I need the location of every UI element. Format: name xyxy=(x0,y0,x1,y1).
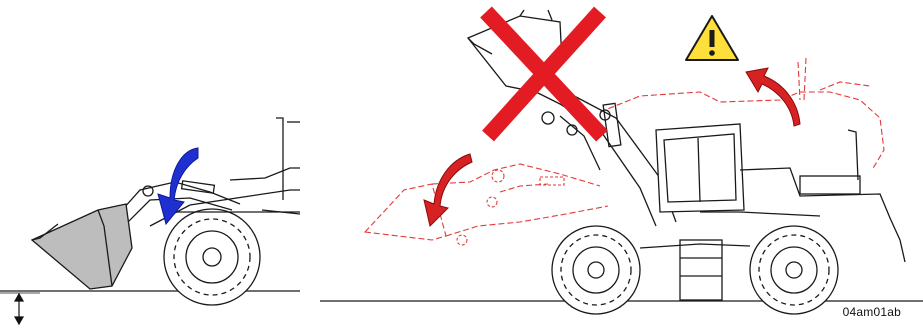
tipping-arrow-wrong xyxy=(746,68,800,126)
lowering-arrow-wrong xyxy=(424,154,472,226)
pivot-joint-right-1 xyxy=(542,112,554,124)
bucket-lowered xyxy=(32,204,132,289)
height-indicator-icon xyxy=(0,293,40,324)
rear-tire-right xyxy=(750,226,838,314)
figure-code-label: 04am01ab xyxy=(843,305,901,319)
loader-wrong-group xyxy=(320,10,923,314)
loader-chassis-right xyxy=(680,240,722,300)
boom-raised xyxy=(536,92,656,226)
prohibited-cross-icon xyxy=(486,12,602,136)
front-tire-left xyxy=(164,209,260,305)
loader-correct-group xyxy=(0,118,300,305)
loader-wrong-ghost-group xyxy=(365,58,884,245)
pivot-joint-left-1 xyxy=(143,186,153,196)
loader-hood-left xyxy=(230,168,300,180)
front-tire-right xyxy=(552,226,640,314)
loader-cab-post-left xyxy=(276,118,283,200)
warning-icon xyxy=(686,16,738,60)
